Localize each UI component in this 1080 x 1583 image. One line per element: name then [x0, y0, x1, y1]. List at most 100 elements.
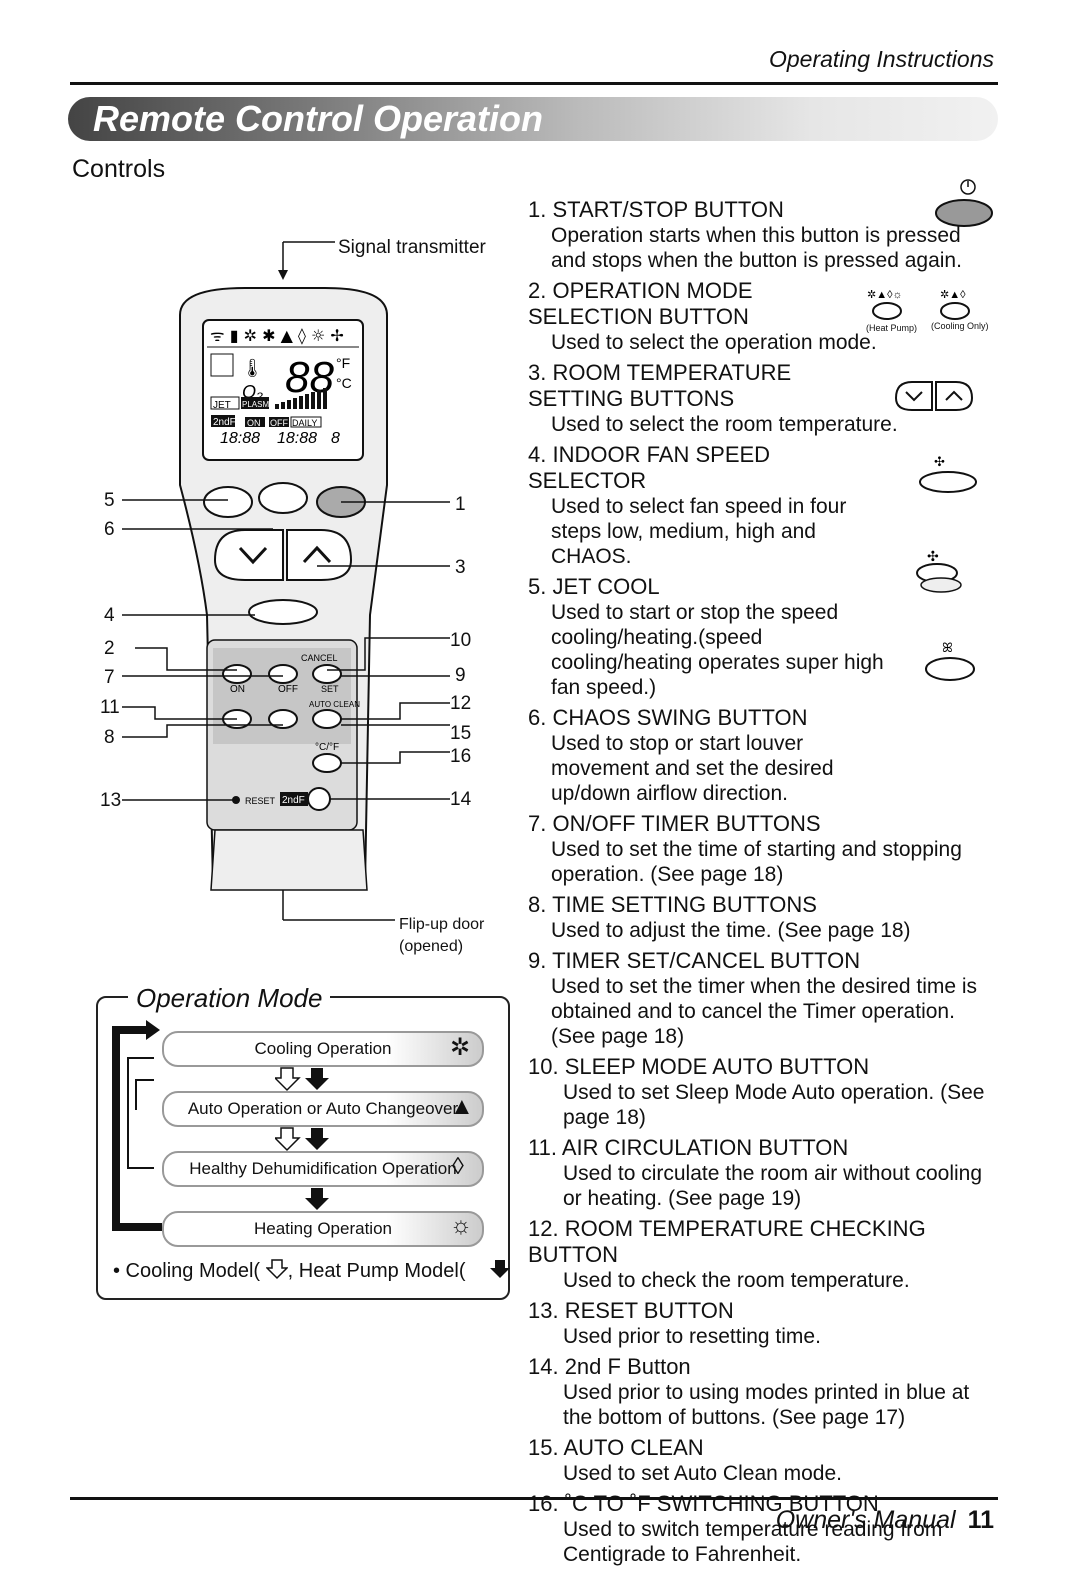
- flip-up-door-label: Flip-up door: [399, 916, 485, 933]
- lcd-temp: 88: [285, 353, 334, 402]
- callout-right: 12: [450, 693, 472, 714]
- svg-text:RESET: RESET: [245, 796, 276, 806]
- callout-right: 3: [455, 557, 466, 578]
- mode-pill: Auto Operation or Auto Changeover: [162, 1091, 484, 1127]
- mode-pill: Cooling Operation: [162, 1031, 484, 1067]
- callout-left: 13: [100, 790, 122, 811]
- svg-text:JET: JET: [213, 400, 231, 411]
- control-description: Used to set the timer when the desired t…: [551, 975, 978, 1048]
- control-title: 15. AUTO CLEAN: [528, 1435, 704, 1460]
- svg-text:°C: °C: [336, 375, 352, 391]
- control-description: Used to start or stop the speed cooling/…: [551, 601, 884, 699]
- svg-text:ꕤ: ꕤ: [942, 640, 953, 655]
- water-drop-icon: ◊: [452, 1153, 464, 1180]
- svg-text:✲▲◊: ✲▲◊: [940, 289, 966, 301]
- top-rule: [70, 82, 998, 85]
- control-title: 10. SLEEP MODE AUTO BUTTON: [528, 1054, 870, 1079]
- svg-text:2ndF: 2ndF: [282, 795, 305, 806]
- heat-pump-label: (Heat Pump): [866, 323, 918, 333]
- mode-legend: • Cooling Model( , Heat Pump Model(: [113, 1258, 511, 1283]
- remote-illustration: ᯤ ▮ ✲ ✱ ▲ ◊ ☼ ✢ 🌡 88 °F °C O₂ JET PLASMA…: [122, 241, 450, 921]
- start-stop-button-icon: [935, 179, 993, 227]
- sun-icon: ☼: [450, 1212, 472, 1239]
- control-description: Used prior to using modes printed in blu…: [563, 1381, 970, 1429]
- temperature-buttons-icon: [894, 381, 974, 411]
- svg-text:°C/°F: °C/°F: [315, 742, 339, 753]
- callout-left: 2: [104, 638, 115, 659]
- title-bar: [68, 97, 998, 141]
- control-title: 3. ROOM TEMPERATURE SETTING BUTTONS: [528, 360, 792, 411]
- control-title: 13. RESET BUTTON: [528, 1298, 734, 1323]
- mode-label: Cooling Operation: [254, 1039, 392, 1058]
- svg-text:OFF: OFF: [278, 684, 298, 695]
- svg-text:ON: ON: [230, 684, 245, 695]
- page-number: 11: [967, 1506, 994, 1534]
- footer-label: Owner's Manual: [775, 1506, 956, 1534]
- control-description: Used to check the room temperature.: [563, 1269, 910, 1292]
- control-description: Operation starts when this button is pre…: [551, 224, 962, 272]
- chaos-swing-button-icon: ꕤ: [925, 640, 975, 681]
- svg-text:ON: ON: [247, 418, 261, 428]
- signal-transmitter-label: Signal transmitter: [338, 237, 486, 258]
- control-title: 11. AIR CIRCULATION BUTTON: [528, 1135, 849, 1160]
- svg-text:2ndF: 2ndF: [213, 417, 236, 428]
- callout-right: 10: [450, 630, 472, 651]
- callout-right: 16: [450, 746, 472, 767]
- mode-label: Heating Operation: [254, 1219, 392, 1238]
- control-description: Used to set Sleep Mode Auto operation. (…: [563, 1081, 985, 1129]
- mode-pill: Healthy Dehumidification Operation: [162, 1151, 484, 1187]
- svg-text:°F: °F: [336, 355, 350, 371]
- control-description: Used to select fan speed in four steps l…: [551, 495, 847, 568]
- mode-label: Auto Operation or Auto Changeover: [187, 1099, 459, 1118]
- callout-right: 9: [455, 665, 466, 686]
- control-description: Used to circulate the room air without c…: [563, 1162, 983, 1210]
- mode-transition-arrow: [305, 1188, 329, 1210]
- svg-text:18:88: 18:88: [220, 430, 260, 447]
- bottom-rule: [70, 1497, 998, 1500]
- svg-text:✣: ✣: [927, 548, 939, 564]
- legend-cooling: • Cooling Model(: [113, 1260, 261, 1282]
- control-description: Used to select the operation mode.: [551, 331, 877, 354]
- svg-text:DAILY: DAILY: [292, 418, 317, 428]
- control-description: Used to stop or start louver movement an…: [551, 732, 834, 805]
- footer: Owner's Manual 11: [776, 1506, 994, 1535]
- control-title: 8. TIME SETTING BUTTONS: [528, 892, 817, 917]
- svg-text:✣: ✣: [934, 454, 945, 469]
- svg-text:SET: SET: [321, 684, 339, 694]
- svg-text:OFF: OFF: [270, 418, 288, 428]
- control-title: 7. ON/OFF TIMER BUTTONS: [528, 811, 821, 836]
- page-title: Remote Control Operation: [93, 98, 544, 139]
- mode-transition-arrows: [275, 1127, 329, 1152]
- control-description: Used prior to resetting time.: [563, 1325, 821, 1348]
- svg-text:PLASMA: PLASMA: [242, 400, 275, 409]
- control-title: 5. JET COOL: [528, 574, 660, 599]
- flip-up-door-state: (opened): [399, 938, 464, 955]
- operation-mode-button-icon: ✲▲◊☼ ✲▲◊: [867, 289, 970, 320]
- control-title: 1. START/STOP BUTTON: [528, 197, 784, 222]
- outline-arrow-icon: [264, 1259, 289, 1280]
- auto-mode-icon: ▲: [450, 1093, 474, 1120]
- svg-text:AUTO CLEAN: AUTO CLEAN: [309, 700, 360, 709]
- control-description: Used to switch temperature reading from …: [563, 1518, 943, 1566]
- section-subtitle: Controls: [72, 155, 166, 183]
- control-title: 2. OPERATION MODE SELECTION BUTTON: [528, 278, 753, 329]
- operation-mode-title: Operation Mode: [128, 983, 331, 1014]
- control-title: 16. ˚C TO ˚F SWITCHING BUTTON: [528, 1491, 879, 1516]
- callout-left: 11: [100, 697, 120, 718]
- callout-left: 6: [104, 519, 115, 540]
- control-description: Used to adjust the time. (See page 18): [551, 919, 911, 942]
- svg-text:CANCEL: CANCEL: [301, 653, 338, 663]
- control-title: 4. INDOOR FAN SPEED SELECTOR: [528, 442, 771, 493]
